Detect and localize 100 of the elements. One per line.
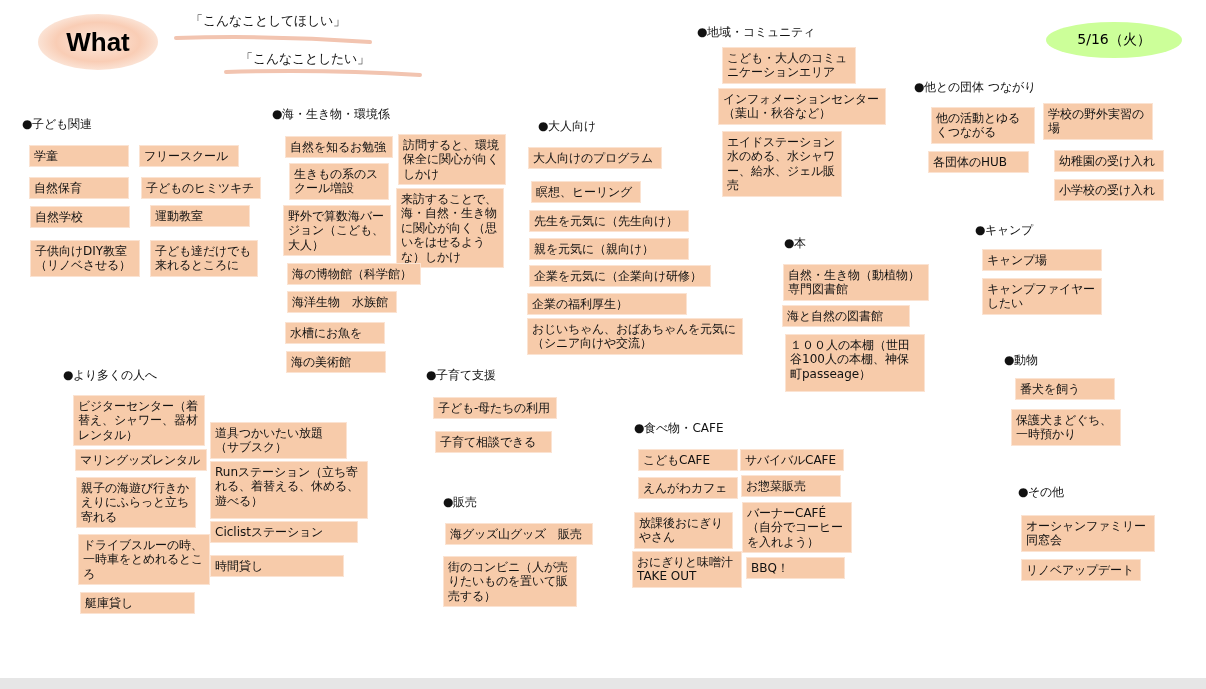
note-text: ドライブスルーの時、一時車をとめれるところ (83, 538, 204, 582)
date-text: 5/16（火） (1077, 31, 1151, 49)
sticky-note (283, 205, 391, 257)
note-text: 生きもの系のスクール増設 (294, 167, 379, 196)
note-text: 野外で算数海バージョン（こども、大人） (288, 209, 385, 253)
sticky-note (527, 293, 687, 316)
note-text: 放課後おにぎりやさん (639, 516, 724, 545)
note-text: Ciclistステーション (215, 525, 324, 540)
sticky-note (718, 88, 886, 125)
sticky-note (638, 449, 738, 472)
note-text: 海と自然の図書館 (787, 309, 884, 324)
category-heading: ●子育て支援 (426, 367, 497, 384)
note-text: 子ども-母たちの利用 (438, 401, 552, 416)
sticky-note (287, 291, 397, 314)
note-text: 水槽にお魚を (290, 326, 363, 341)
sticky-note (527, 318, 743, 355)
sticky-note (931, 107, 1035, 144)
note-text: 先生を元気に（先生向け） (534, 214, 679, 229)
category-heading: ●より多くの人へ (63, 367, 158, 384)
note-text: 他の活動とゆるくつながる (936, 111, 1021, 140)
sticky-note (1015, 378, 1115, 401)
note-text: おにぎりと味噌汁 TAKE OUT (637, 555, 734, 584)
note-text: 自然学校 (35, 210, 84, 225)
sticky-note (210, 422, 347, 459)
note-text: 親子の海遊び行きかえりにふらっと立ち寄れる (81, 481, 190, 525)
note-text: 訪問すると、環境保全に関心が向くしかけ (403, 138, 500, 182)
sticky-note (150, 205, 250, 228)
sticky-note (722, 47, 856, 84)
note-text: 街のコンビニ（人が売りたいものを置いて販売する） (448, 560, 569, 604)
note-text: リノベアップデート (1026, 563, 1135, 578)
sticky-note (529, 210, 689, 233)
sticky-note (75, 449, 207, 472)
sticky-note (210, 521, 358, 544)
category-heading: ●本 (784, 235, 807, 252)
sticky-note (445, 523, 593, 546)
note-text: 海の美術館 (291, 355, 352, 370)
sticky-note (433, 397, 557, 420)
sticky-note (783, 264, 929, 301)
sticky-note (1021, 515, 1155, 552)
sticky-note (1054, 150, 1164, 173)
note-text: キャンプ場 (987, 253, 1048, 268)
note-text: 企業の福利厚生） (532, 297, 629, 312)
note-text: 艇庫貸し (85, 596, 134, 611)
sticky-note (285, 322, 385, 345)
sticky-note (435, 431, 552, 454)
sticky-note (141, 177, 261, 200)
note-text: 自然保育 (34, 181, 83, 196)
note-text: 企業を元気に（企業向け研修） (534, 269, 703, 284)
sticky-note (73, 395, 205, 447)
note-text: 大人向けのプログラム (533, 151, 654, 166)
note-text: 来訪することで、海・自然・生き物に関心が向く（思いをはせるような）しかけ (401, 192, 498, 264)
note-text: 各団体のHUB (933, 155, 1009, 170)
sticky-note (742, 502, 852, 554)
note-text: サバイバルCAFE (745, 453, 838, 468)
note-text: オーシャンファミリー同窓会 (1026, 519, 1147, 548)
note-text: 時間貸し (215, 559, 264, 574)
note-text: 海洋生物 水族館 (292, 295, 389, 310)
sticky-note (982, 278, 1102, 315)
sticky-note (746, 557, 845, 580)
sticky-note (741, 475, 841, 498)
note-text: 自然・生き物（動植物）専門図書館 (788, 268, 921, 297)
sticky-note (29, 145, 129, 168)
note-text: こども・大人のコミュニケーションエリア (727, 51, 848, 80)
note-text: キャンプファイヤーしたい (987, 282, 1096, 311)
sticky-note (722, 131, 842, 197)
sticky-note (289, 163, 389, 200)
sticky-note (531, 181, 641, 204)
sticky-note (740, 449, 844, 472)
category-heading: ●その他 (1018, 484, 1065, 501)
note-text: １００人の本棚（世田谷100人の本棚、神保町passeage） (790, 338, 911, 382)
note-text: こどもCAFE (643, 453, 712, 468)
note-text: エイドステーション水のめる、水シャワー、給水、ジェル販売 (727, 135, 836, 193)
sticky-note (782, 305, 910, 328)
note-text: えんがわカフェ (643, 481, 728, 496)
category-heading: ●地域・コミュニティ (697, 24, 816, 41)
sticky-note (529, 265, 711, 288)
note-text: 自然を知るお勉強 (290, 140, 387, 155)
sticky-note (29, 177, 129, 200)
note-text: BBQ！ (751, 561, 790, 576)
note-text: 子ども達だけでも来れるところに (155, 244, 252, 273)
sticky-note (398, 134, 506, 186)
quote-heading: 「こんなことしてほしい」 (190, 12, 346, 30)
category-heading: ●子ども関連 (22, 116, 93, 133)
sticky-note (150, 240, 258, 277)
sticky-note (210, 461, 368, 519)
note-text: 子供向けDIY教室（リノベさせる） (35, 244, 132, 273)
sticky-note (1043, 103, 1153, 140)
sticky-note (80, 592, 195, 615)
note-text: 子育て相談できる (440, 435, 537, 450)
note-text: 小学校の受け入れ (1059, 183, 1156, 198)
sticky-note (1011, 409, 1121, 446)
note-text: 運動教室 (155, 209, 204, 224)
note-text: マリングッズレンタル (80, 453, 201, 468)
note-text: 子どものヒミツキチ (146, 181, 255, 196)
category-heading: ●動物 (1004, 352, 1039, 369)
note-text: インフォメーションセンター（葉山・秋谷など） (723, 92, 880, 121)
sticky-note (139, 145, 239, 168)
note-text: 海の博物館（科学館） (292, 267, 413, 282)
title-text: What (66, 26, 130, 58)
note-text: 学童 (34, 149, 59, 164)
